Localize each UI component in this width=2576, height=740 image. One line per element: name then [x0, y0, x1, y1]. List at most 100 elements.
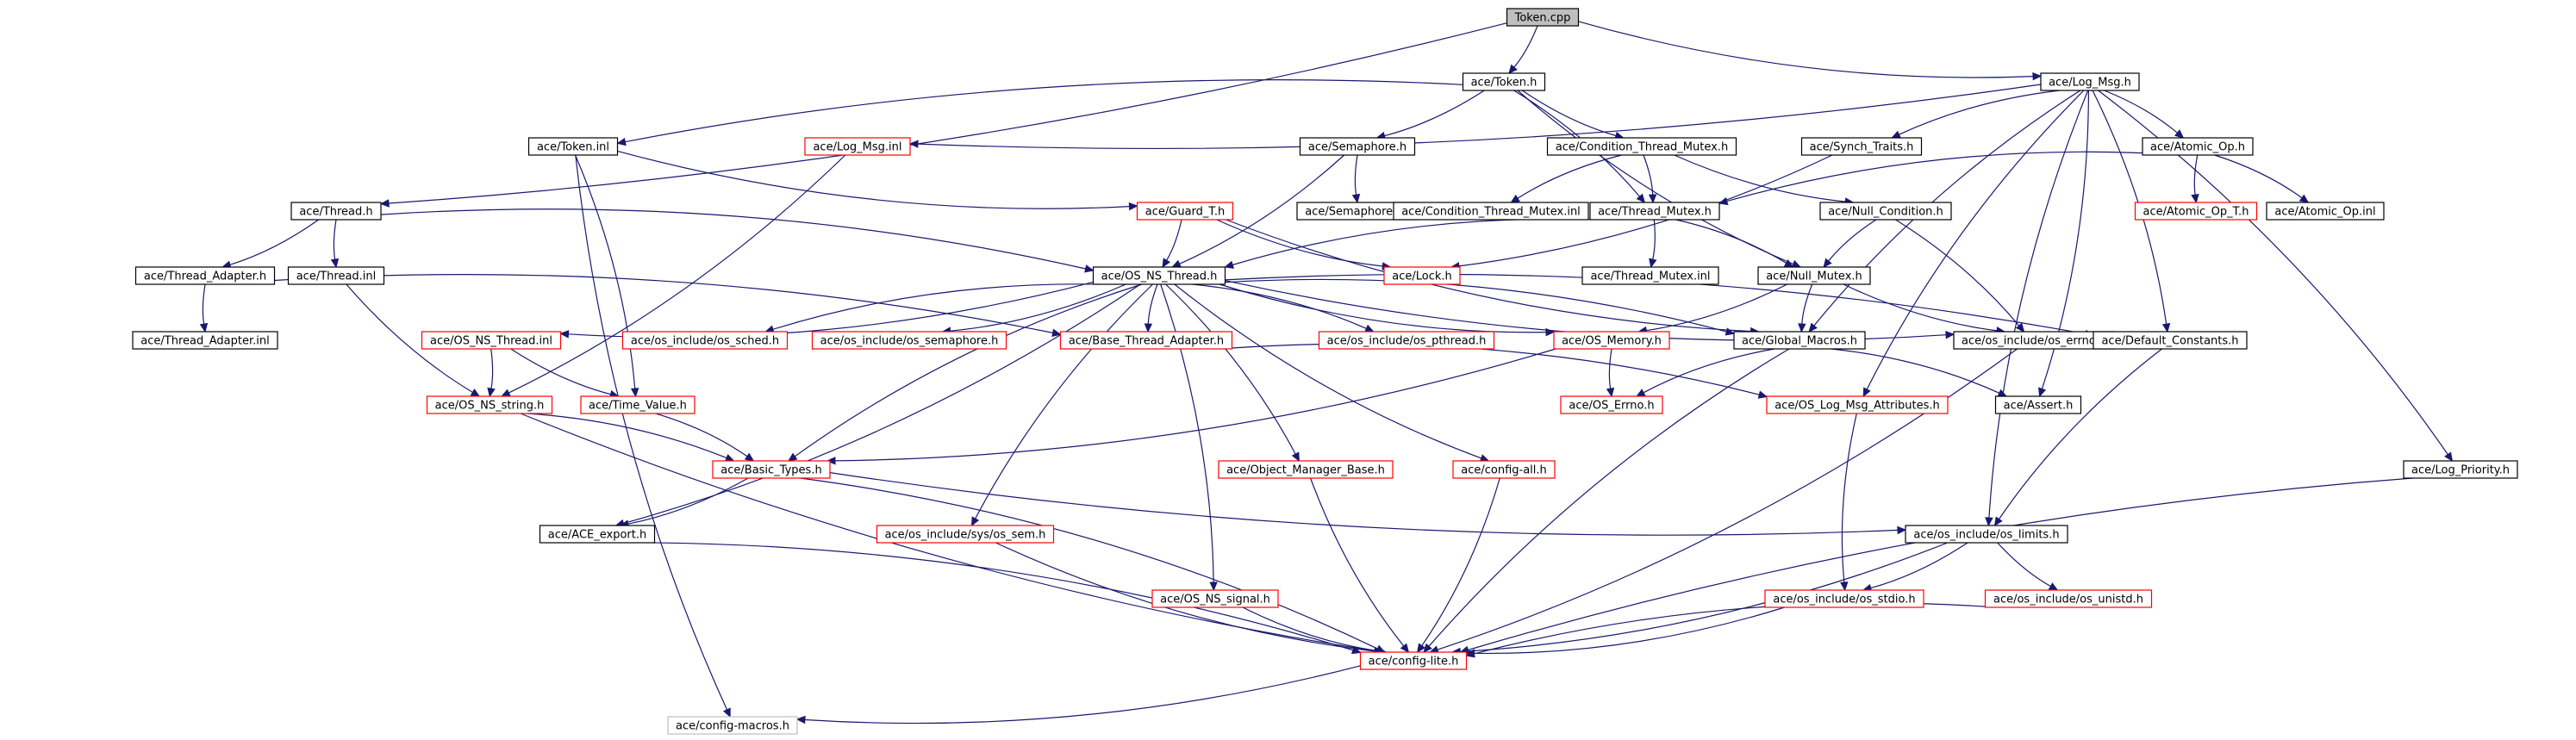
edge-global_macros_h-to-config_lite_h [1423, 348, 1790, 653]
node-log-msg-inl[interactable]: ace/Log_Msg.inl [804, 137, 911, 156]
node-os-log-msg-attributes-h[interactable]: ace/OS_Log_Msg_Attributes.h [1766, 395, 1949, 414]
edge-line [508, 154, 846, 394]
edge-line [380, 208, 1086, 270]
node-ace-export-h[interactable]: ace/ACE_export.h [539, 525, 656, 544]
node-os-errno-h[interactable]: ace/os_include/os_errno.h [1953, 331, 2115, 350]
node-os-ns-string-h[interactable]: ace/OS_NS_string.h [426, 395, 553, 414]
node-token-h[interactable]: ace/Token.h [1462, 72, 1546, 91]
node-box [527, 137, 619, 156]
node-atomic-op-inl[interactable]: ace/Atomic_Op.inl [2266, 202, 2385, 221]
edge-line [1421, 477, 1500, 646]
node-box [1733, 331, 1866, 350]
edge-arrowhead [1757, 390, 1768, 399]
node-null-mutex-h[interactable]: ace/Null_Mutex.h [1757, 266, 1871, 285]
node-time-value-h[interactable]: ace/Time_Value.h [580, 395, 695, 414]
edge-arrowhead [379, 199, 390, 208]
node-os-ns-signal-h[interactable]: ace/OS_NS_signal.h [1151, 589, 1279, 608]
edge-arrowhead [2032, 72, 2043, 81]
node-atomic-op-h[interactable]: ace/Atomic_Op.h [2142, 137, 2254, 156]
edge-arrowhead [2048, 582, 2059, 591]
edge-os_ns_string_h-to-basic_types_h [527, 413, 735, 462]
edge-line [1578, 21, 2034, 78]
node-global-macros-h[interactable]: ace/Global_Macros.h [1733, 331, 1866, 350]
edge-line [829, 472, 1899, 536]
node-config-lite-h[interactable]: ace/config-lite.h [1359, 651, 1468, 670]
node-box [290, 202, 382, 221]
node-semaphore-inl[interactable]: ace/Semaphore.inl [1296, 202, 1419, 221]
edge-null_condition_h-to-os_errno_h [1895, 219, 2025, 333]
edge-arrowhead [630, 388, 639, 398]
node-box [1581, 266, 1719, 285]
node-label: ace/os_include/os_pthread.h [1327, 335, 1487, 348]
node-thread-mutex-inl[interactable]: ace/Thread_Mutex.inl [1581, 266, 1719, 285]
node-os-stdio-h[interactable]: ace/os_include/os_stdio.h [1764, 589, 1924, 608]
node-synch-traits-h[interactable]: ace/Synch_Traits.h [1800, 137, 1923, 156]
node-box [539, 525, 656, 544]
node-atomic-op-t-h[interactable]: ace/Atomic_Op_T.h [2134, 202, 2258, 221]
node-semaphore-h[interactable]: ace/Semaphore.h [1299, 137, 1416, 156]
node-basic-types-h[interactable]: ace/Basic_Types.h [712, 460, 831, 479]
edge-line [1831, 348, 2000, 394]
node-os-memory-h[interactable]: ace/OS_Memory.h [1553, 331, 1670, 350]
node-thread-adapter-inl[interactable]: ace/Thread_Adapter.inl [132, 331, 278, 350]
node-config-macros-h[interactable]: ace/config-macros.h [667, 716, 798, 735]
node-null-condition-h[interactable]: ace/Null_Condition.h [1819, 202, 1952, 221]
node-os-pthread-h[interactable]: ace/os_include/os_pthread.h [1318, 331, 1495, 350]
node-log-priority-h[interactable]: ace/Log_Priority.h [2403, 460, 2518, 479]
node-object-manager-base-h[interactable]: ace/Object_Manager_Base.h [1218, 460, 1394, 479]
node-token-inl[interactable]: ace/Token.inl [527, 137, 619, 156]
edge-line [574, 154, 636, 389]
node-label: ace/Object_Manager_Base.h [1226, 464, 1385, 477]
edge-base_thread_adapter_h-to-os_log_msg_attributes_h [1232, 343, 1768, 399]
node-os-ns-thread-inl[interactable]: ace/OS_NS_Thread.inl [421, 331, 562, 350]
node-label: ace/Semaphore.h [1308, 141, 1407, 154]
edge-thread_adapter_h-to-base_thread_adapter_h [274, 274, 1062, 337]
node-thread-mutex-h[interactable]: ace/Thread_Mutex.h [1589, 202, 1720, 221]
node-box [1462, 72, 1546, 91]
node-label: ace/Base_Thread_Adapter.h [1069, 335, 1224, 348]
edge-arrowhead [1171, 259, 1182, 268]
node-label: ace/config-all.h [1461, 464, 1547, 477]
node-box [580, 395, 695, 414]
edge-arrowhead [1224, 260, 1235, 269]
node-label: ace/Guard_T.h [1145, 206, 1225, 219]
edge-line [625, 79, 1463, 143]
edge-null_mutex_h-to-os_memory_h [1637, 283, 1787, 335]
edge-token_inl-to-guard_t_h [617, 150, 1138, 211]
node-cond-thread-mutex-inl[interactable]: ace/Condition_Thread_Mutex.inl [1393, 202, 1589, 221]
node-token-cpp[interactable]: Token.cpp [1506, 8, 1580, 27]
edge-line [1643, 348, 1775, 394]
edge-log_msg_h-to-os_limits_h [1985, 90, 2089, 527]
edge-token_h-to-null_mutex_h [1517, 90, 1802, 268]
node-thread-h[interactable]: ace/Thread.h [290, 202, 382, 221]
node-os-errno-ace-h[interactable]: ace/OS_Errno.h [1560, 395, 1663, 414]
node-config-all-h[interactable]: ace/config-all.h [1452, 460, 1556, 479]
edge-line [1999, 348, 2162, 519]
node-base-thread-adapter-h[interactable]: ace/Base_Thread_Adapter.h [1059, 331, 1233, 350]
node-thread-adapter-h[interactable]: ace/Thread_Adapter.h [134, 266, 276, 285]
edge-cond_thread_mutex_h-to-cond_thread_mutex_inl [1510, 154, 1622, 203]
node-log-msg-h[interactable]: ace/Log_Msg.h [2040, 72, 2140, 91]
node-label: ace/os_include/os_stdio.h [1773, 594, 1915, 606]
node-label: ace/Atomic_Op.inl [2274, 206, 2375, 219]
node-guard-t-h[interactable]: ace/Guard_T.h [1136, 202, 1234, 221]
node-label: ace/Log_Priority.h [2411, 464, 2510, 477]
node-box [1553, 331, 1670, 350]
node-label: ace/OS_NS_string.h [435, 400, 545, 413]
edge-line [1866, 90, 2085, 390]
node-default-constants-h[interactable]: ace/Default_Constants.h [2093, 331, 2248, 350]
node-label: ace/Basic_Types.h [720, 464, 821, 477]
node-os-unistd-h[interactable]: ace/os_include/os_unistd.h [1984, 589, 2153, 608]
node-os-ns-thread-h[interactable]: ace/OS_NS_Thread.h [1092, 266, 1226, 285]
node-os-sem-h[interactable]: ace/os_include/sys/os_sem.h [876, 525, 1055, 544]
edge-arrowhead [1465, 650, 1475, 658]
node-cond-thread-mutex-h[interactable]: ace/Condition_Thread_Mutex.h [1546, 137, 1737, 156]
node-assert-h[interactable]: ace/Assert.h [1994, 395, 2082, 414]
node-os-sched-h[interactable]: ace/os_include/os_sched.h [621, 331, 789, 350]
node-os-semaphore-h[interactable]: ace/os_include/os_semaphore.h [811, 331, 1007, 350]
node-os-limits-h[interactable]: ace/os_include/os_limits.h [1905, 525, 2068, 544]
node-thread-inl[interactable]: ace/Thread.inl [287, 266, 385, 285]
node-lock-h[interactable]: ace/Lock.h [1383, 266, 1461, 285]
edge-line [1513, 25, 1538, 68]
